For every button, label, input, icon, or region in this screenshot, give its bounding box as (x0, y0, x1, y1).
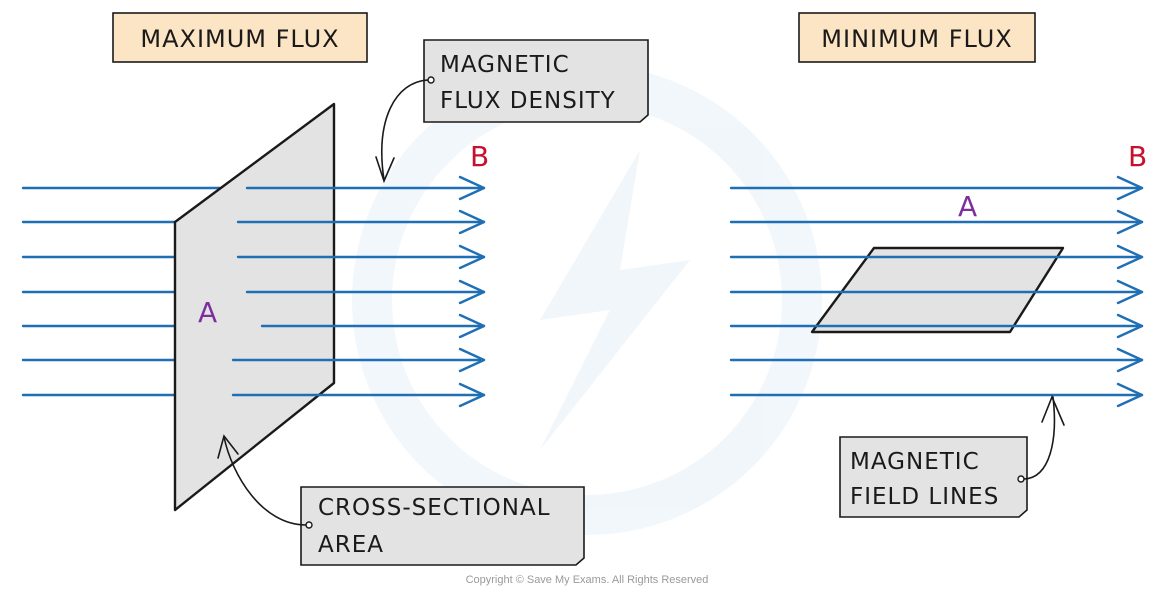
field-lines-label-line1: MAGNETIC (850, 449, 980, 475)
copyright-notice: Copyright © Save My Exams. All Rights Re… (466, 574, 709, 586)
left-area-symbol-a: A (198, 296, 217, 329)
minimum-flux-title-box: MINIMUM FLUX (798, 12, 1036, 63)
flux-density-label-line1: MAGNETIC (440, 52, 570, 78)
left-panel: MAXIMUM FLUX (21, 12, 649, 566)
minimum-flux-title: MINIMUM FLUX (821, 25, 1012, 53)
right-field-symbol-b: B (1128, 140, 1147, 173)
right-panel: MINIMUM FLUX B A MAGNETIC FIELD LINES (729, 12, 1147, 518)
field-lines-callout: MAGNETIC FIELD LINES (839, 394, 1065, 518)
left-field-lines-back (21, 186, 222, 397)
maximum-flux-title: MAXIMUM FLUX (140, 25, 339, 53)
field-lines-label-line2: FIELD LINES (850, 484, 999, 510)
flux-density-label-line2: FLUX DENSITY (440, 88, 616, 114)
flux-density-callout: MAGNETIC FLUX DENSITY (375, 39, 649, 184)
left-field-symbol-b: B (470, 140, 489, 173)
right-field-lines (729, 175, 1144, 408)
cross-sectional-label-line1: CROSS-SECTIONAL (318, 495, 551, 521)
parallel-plate (810, 246, 1065, 334)
left-field-lines-front (231, 175, 486, 408)
right-area-symbol-a: A (958, 190, 977, 223)
cross-sectional-plate (173, 102, 336, 512)
maximum-flux-title-box: MAXIMUM FLUX (112, 12, 368, 63)
cross-sectional-area-callout: CROSS-SECTIONAL AREA (217, 434, 585, 566)
watermark-logo (352, 65, 822, 535)
cross-sectional-label-line2: AREA (318, 532, 384, 558)
